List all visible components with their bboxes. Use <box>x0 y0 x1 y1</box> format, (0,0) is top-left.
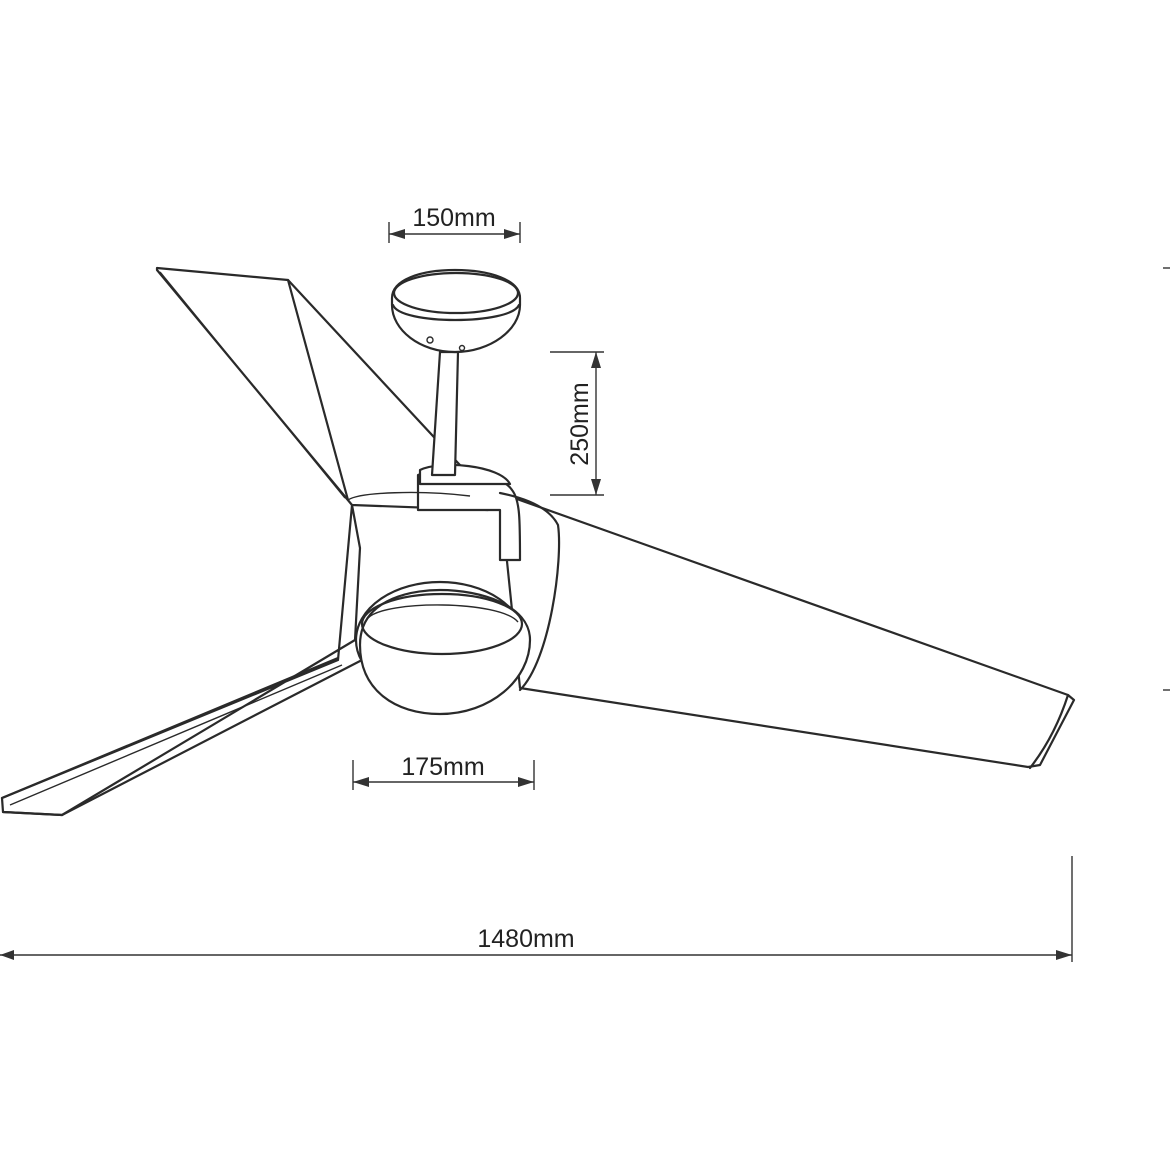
label-overall-span: 1480mm <box>477 925 574 953</box>
label-downrod-length: 250mm <box>566 382 594 465</box>
label-canopy-width: 150mm <box>412 204 495 232</box>
blade-bottom-left <box>0 503 364 817</box>
blade-right <box>498 491 1076 770</box>
dimension-overall-span: 1480mm <box>0 856 1073 962</box>
label-light-width: 175mm <box>401 753 484 781</box>
dimension-canopy-width: 150mm <box>388 204 521 243</box>
dimension-downrod-length: 250mm <box>550 351 604 496</box>
downrod <box>430 350 460 477</box>
dimension-light-width: 175mm <box>352 753 535 790</box>
light-kit <box>354 580 532 716</box>
ceiling-canopy <box>390 268 522 354</box>
dimension-overall-height: 480mm <box>1163 267 1170 691</box>
blade-top-left <box>155 266 500 512</box>
